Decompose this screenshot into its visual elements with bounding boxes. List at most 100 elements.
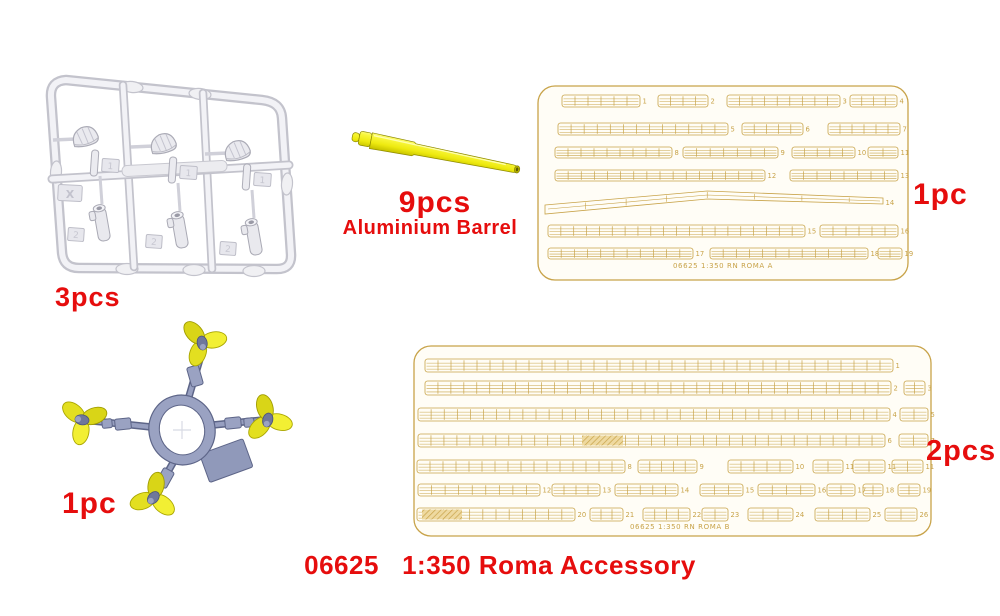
pe-part: [849, 94, 898, 108]
pe-part: [903, 380, 926, 396]
pe-part-number: 18: [871, 250, 880, 258]
pe-part-number: 11: [846, 463, 855, 471]
pe-part-number: 1: [896, 362, 900, 370]
pe-part-number: 10: [858, 149, 867, 157]
rangefinder-dome-part: [72, 126, 99, 148]
propeller-part: [62, 401, 108, 446]
pe-part-number: 9: [700, 463, 704, 471]
sprue-tag-x: X: [57, 183, 83, 203]
pe-part: [701, 507, 729, 522]
fret-plate-text: 06625 1:350 RN ROMA B: [630, 523, 730, 531]
pe-part-number: 14: [681, 487, 690, 495]
product-title: 06625 1:350 Roma Accessory: [304, 550, 696, 580]
svg-text:2: 2: [151, 238, 157, 248]
barrel-name-label: Aluminium Barrel: [342, 217, 518, 239]
fret-plate-text: 06625 1:350 RN ROMA A: [673, 262, 773, 270]
pe-part: [789, 169, 899, 182]
pe-part-number: 13: [901, 172, 910, 180]
pe-part: [726, 94, 841, 108]
pe-part: [417, 433, 886, 448]
pe-part: [884, 507, 918, 522]
pe-part: [682, 146, 779, 159]
pe-part-number: 10: [796, 463, 805, 471]
sprue-parts-column: 1 2: [130, 133, 198, 249]
pe-part: [554, 146, 673, 159]
pe-part-number: 9: [781, 149, 785, 157]
pe-part-number: 16: [901, 228, 910, 236]
pe-part: [637, 459, 698, 474]
sprue-tag-2: 2: [67, 227, 85, 242]
pe-part: [699, 483, 744, 497]
pe-part-number: 8: [628, 463, 632, 471]
pe-part: [741, 122, 804, 136]
pe-part: [791, 146, 856, 159]
pe-part-number: 11: [926, 463, 935, 471]
svg-text:1: 1: [259, 176, 265, 186]
sprue-qty-label: 3pcs: [55, 282, 121, 312]
svg-text:2: 2: [225, 245, 231, 255]
pe-part-number: 8: [675, 149, 679, 157]
pe-part-number: 19: [905, 250, 914, 258]
pe-part: [557, 122, 729, 136]
pe-part-number: 15: [746, 487, 755, 495]
pe-part-number: 5: [731, 126, 735, 134]
propeller-part: [248, 394, 293, 439]
pe-part-number: 14: [886, 199, 895, 207]
pe-part-number: 22: [693, 511, 702, 519]
pe-part: [657, 94, 709, 108]
sprue-tag-1: 1: [179, 165, 198, 181]
pe-part: [826, 483, 856, 497]
pe-part-number: 19: [923, 487, 932, 495]
pe-part-number: 21: [626, 511, 635, 519]
pe-part-number: 1: [643, 98, 647, 106]
pe-part-number: 24: [796, 511, 805, 519]
post-part: [167, 156, 178, 184]
post-part: [241, 163, 252, 191]
pe-part-number: 25: [873, 511, 882, 519]
pe-part: [897, 483, 921, 497]
pe-part: [727, 459, 794, 474]
pe-part: [757, 483, 816, 497]
fret-a-qty-label: 1pc: [913, 178, 968, 211]
barrel-qty-label: 9pcs: [398, 186, 472, 219]
cylinder-part: [88, 204, 111, 242]
rangefinder-dome-part: [224, 140, 251, 162]
pe-part: [551, 483, 601, 497]
svg-text:2: 2: [73, 231, 79, 241]
pe-part-number: 7: [931, 437, 935, 445]
propeller-part: [183, 321, 228, 367]
sprue-tag-1: 1: [253, 172, 272, 188]
propeller-part: [129, 471, 175, 516]
rangefinder-dome-part: [150, 133, 177, 155]
pe-part: [812, 459, 844, 474]
pe-part: [709, 247, 869, 260]
sprue-tag-2: 2: [219, 241, 237, 256]
pe-part: [642, 507, 691, 522]
pe-part: [547, 247, 694, 260]
pe-part: [416, 459, 626, 474]
pe-part: [814, 507, 871, 522]
pe-part-number: 5: [931, 411, 935, 419]
pe-part-number: 3: [843, 98, 847, 106]
pe-part: [827, 122, 901, 136]
pe-part: [554, 169, 766, 182]
propeller-sprue-image: [62, 321, 293, 516]
pe-part: [862, 483, 884, 497]
pe-part: [614, 483, 679, 497]
pe-part-number: 15: [808, 228, 817, 236]
cylinder-part: [166, 211, 189, 249]
sprue-parts-column: 1 2: [204, 140, 272, 256]
pe-part-number: 3: [928, 385, 932, 393]
pe-part-number: 23: [731, 511, 740, 519]
sprue-tag-x-label: X: [66, 188, 75, 201]
pe-part: [544, 190, 884, 215]
pe-part: [547, 224, 806, 238]
sprue-ring: [148, 394, 253, 483]
pe-part-number: 20: [578, 511, 587, 519]
pe-part: [589, 507, 624, 522]
pe-part: [877, 247, 903, 260]
pe-part: [747, 507, 794, 522]
